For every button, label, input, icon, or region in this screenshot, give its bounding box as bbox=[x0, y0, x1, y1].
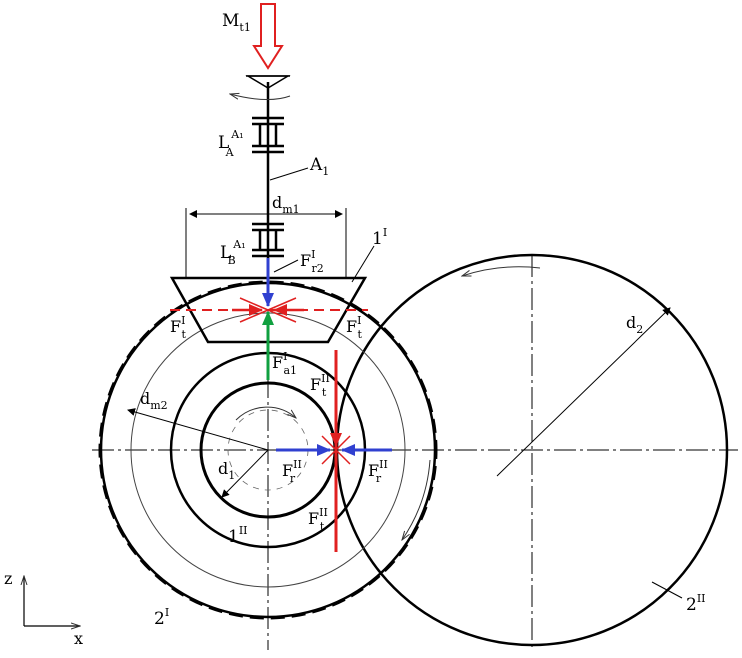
gear-2II-label: 2II bbox=[686, 592, 706, 615]
dm1-dimension bbox=[185, 208, 347, 278]
torque-label: Mt1 bbox=[222, 11, 251, 34]
2II-leader-line bbox=[651, 581, 683, 599]
bearing-b bbox=[252, 222, 284, 258]
axis-x-label: x bbox=[74, 629, 83, 648]
shaft-rotation-arrow bbox=[230, 94, 291, 100]
shaft-a1 bbox=[245, 75, 291, 278]
dm2-label: dm2 bbox=[140, 389, 168, 412]
gear-1II-label: 1II bbox=[228, 524, 248, 547]
axis-z-label: z bbox=[4, 569, 12, 588]
ft-II-cross-b bbox=[321, 435, 351, 465]
center-lines bbox=[92, 255, 738, 650]
d2-label: d2 bbox=[626, 313, 643, 336]
gear-1II-rotation-arrow bbox=[235, 406, 296, 421]
dm1-label: dm1 bbox=[272, 193, 300, 216]
ft-I-cross-b bbox=[239, 297, 297, 323]
gear-2I-dashed-circle bbox=[98, 280, 438, 620]
bearing-a bbox=[252, 116, 284, 154]
d1-label: d1 bbox=[218, 459, 235, 482]
torque-arrow bbox=[252, 3, 284, 70]
fr2-leader-line bbox=[273, 259, 299, 273]
gear-2I-label: 2I bbox=[154, 606, 169, 629]
gear-2II-rotation-arrow bbox=[462, 266, 541, 276]
bevel-pinion-1I bbox=[169, 276, 368, 344]
d2-dimension-line bbox=[496, 307, 671, 477]
1I-leader-line bbox=[351, 245, 375, 283]
a1-leader-line bbox=[269, 167, 309, 181]
coordinate-axes bbox=[24, 576, 80, 626]
d1-dimension-line bbox=[221, 449, 269, 498]
dm2-dimension-line bbox=[127, 408, 269, 451]
shaft-a1-label: A1 bbox=[309, 155, 329, 178]
gear-2I-rotation-arrow bbox=[402, 459, 431, 540]
gear-1I-label: 1I bbox=[372, 226, 387, 249]
